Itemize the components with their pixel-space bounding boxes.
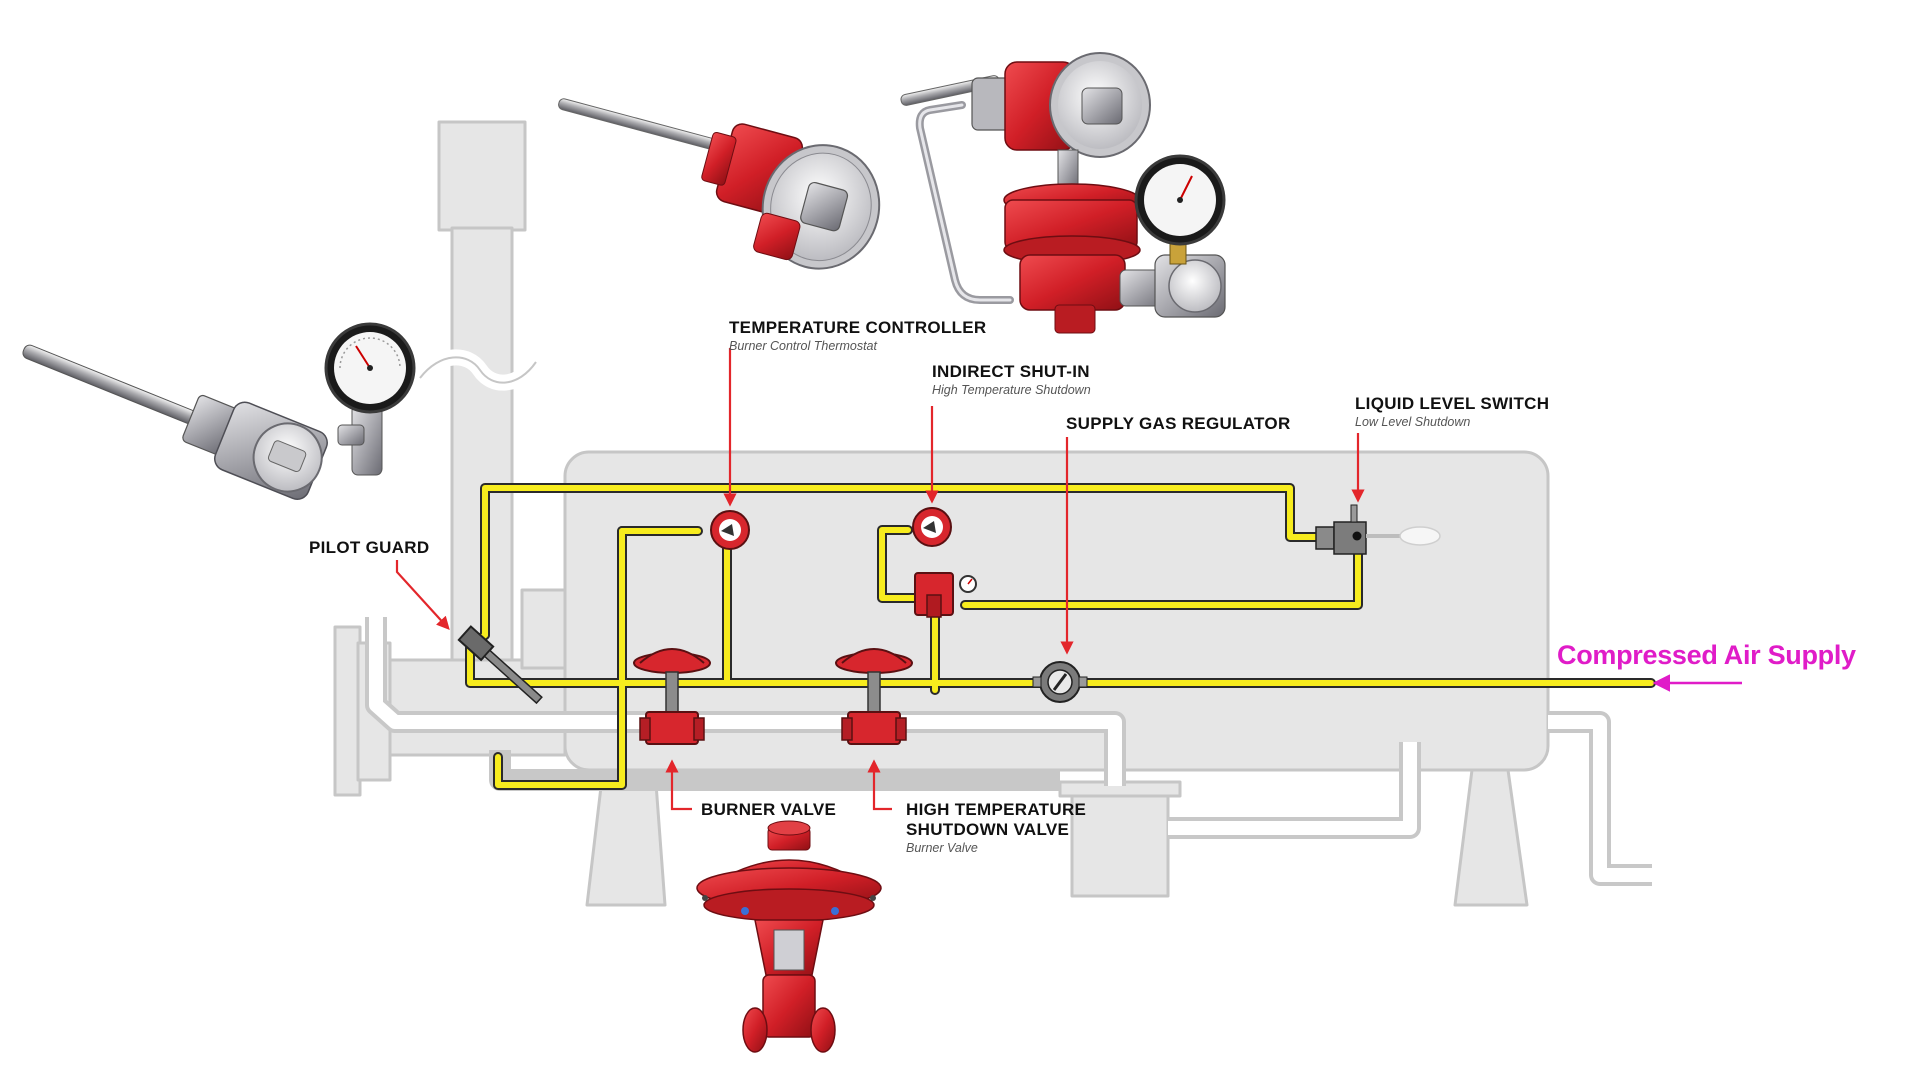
supply-gas-regulator-label: SUPPLY GAS REGULATOR — [1066, 414, 1291, 434]
temperature-controller-title: TEMPERATURE CONTROLLER — [729, 318, 987, 337]
drain-box — [1070, 784, 1170, 898]
indirect-shut-in-subtitle: High Temperature Shutdown — [932, 383, 1091, 397]
burner-flange — [333, 625, 362, 797]
high-temp-shutdown-valve-title-line1: HIGH TEMPERATURE — [906, 800, 1087, 819]
burner-valve-label: BURNER VALVE — [701, 800, 836, 820]
compressed-air-supply-label: Compressed Air Supply — [1557, 640, 1856, 670]
temperature-controller-symbol — [710, 510, 750, 550]
regulator-icon — [1032, 661, 1088, 703]
air-supply-lines — [465, 483, 1656, 790]
level-switch-icon — [1315, 504, 1441, 555]
liquid-level-switch-subtitle: Low Level Shutdown — [1355, 415, 1471, 429]
indirect-shut-in-symbol — [912, 507, 977, 618]
pilot-guard-thermostat-photo — [22, 322, 416, 500]
indirect-shut-in-title: INDIRECT SHUT-IN — [932, 362, 1090, 381]
pilot-guard-label: PILOT GUARD — [309, 538, 429, 558]
burner-valve-arrow — [665, 759, 692, 811]
high-temp-shutdown-valve-subtitle: Burner Valve — [906, 841, 978, 855]
stack-cap — [437, 120, 527, 232]
saddle-right — [1453, 768, 1529, 907]
temperature-controller-label: TEMPERATURE CONTROLLER Burner Control Th… — [729, 318, 987, 354]
high-temp-shutdown-valve-title-line2: SHUTDOWN VALVE — [906, 820, 1070, 839]
liquid-level-switch-label: LIQUID LEVEL SWITCH Low Level Shutdown — [1355, 394, 1549, 430]
callout-arrows — [395, 348, 1365, 811]
high-temp-shutdown-valve-arrow — [867, 759, 892, 811]
indirect-shut-in-label: INDIRECT SHUT-IN High Temperature Shutdo… — [932, 362, 1091, 398]
shut-in-regulator-photo — [900, 52, 1226, 334]
high-temperature-shutdown-valve-symbol — [835, 648, 913, 745]
burner-valve-symbol — [633, 648, 711, 745]
firebox-stack-base — [520, 588, 567, 670]
pilot-guard-title: PILOT GUARD — [309, 538, 430, 557]
supply-gas-regulator-title: SUPPLY GAS REGULATOR — [1066, 414, 1291, 433]
burner-valve-title: BURNER VALVE — [701, 800, 837, 819]
temperature-controller-subtitle: Burner Control Thermostat — [729, 339, 877, 353]
liquid-level-switch-title: LIQUID LEVEL SWITCH — [1355, 394, 1550, 413]
temperature-controller-photo — [558, 98, 881, 270]
high-temp-shutdown-valve-label: HIGH TEMPERATURE SHUTDOWN VALVE Burner V… — [906, 800, 1086, 856]
pilot-guard-sensor — [457, 625, 543, 705]
fire-tube — [388, 658, 567, 757]
burner-valve-photo — [696, 820, 882, 1053]
pilot-guard-arrow — [395, 560, 450, 630]
